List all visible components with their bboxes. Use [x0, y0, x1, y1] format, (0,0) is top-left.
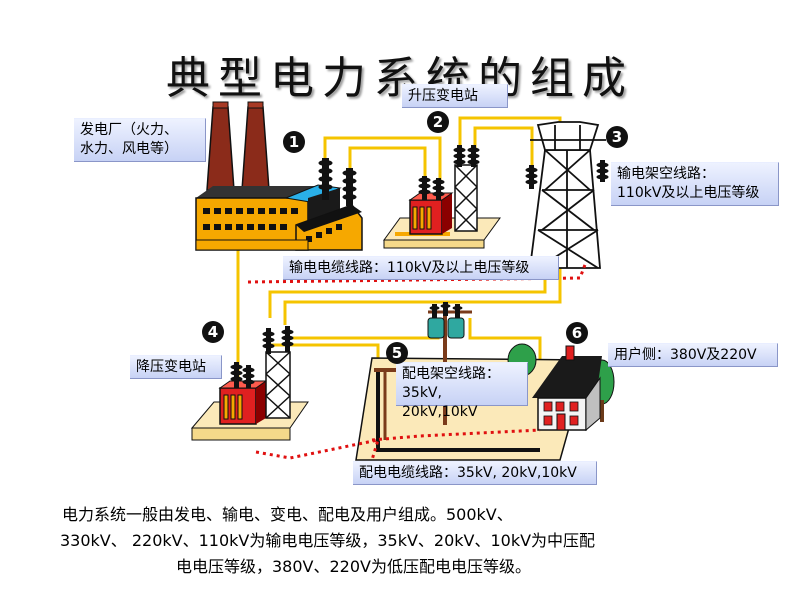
step-up-substation-illustration: [383, 145, 501, 249]
red-cable-lines: [247, 261, 588, 461]
tower-insulators: [525, 160, 609, 189]
label-distribution-overhead: 配电架空线路： 35kV, 20kV,10kV: [396, 362, 528, 420]
label-cable-line: 输电电缆线路：110kV及以上电压等级: [283, 256, 559, 280]
marker-1: 1: [283, 131, 305, 153]
description-line-1: 电力系统一般由发电、输电、变电、配电及用户组成。500kV、: [62, 505, 513, 524]
label-step-down-substation: 降压变电站: [130, 355, 222, 379]
marker-6: 6: [566, 322, 588, 344]
marker-5: 5: [386, 342, 408, 364]
label-user-side: 用户侧：380V及220V: [608, 343, 778, 367]
marker-3: 3: [606, 126, 628, 148]
label-distribution-cable: 配电电缆线路：35kV, 20kV,10kV: [353, 461, 597, 485]
transmission-tower-illustration: [528, 121, 606, 269]
label-power-plant: 发电厂（火力、 水力、风电等）: [74, 118, 206, 162]
description-line-2: 330kV、 220kV、110kV为输电电压等级，35kV、20kV、10kV…: [60, 531, 596, 550]
house-illustration: [507, 343, 615, 432]
marker-4: 4: [202, 321, 224, 343]
label-overhead-line: 输电架空线路： 110kV及以上电压等级: [611, 162, 779, 206]
step-down-substation-illustration: [190, 326, 309, 441]
description-line-3: 电电压等级，380V、220V为低压配电电压等级。: [176, 557, 531, 576]
plant-insulators: [318, 158, 357, 206]
marker-2: 2: [427, 111, 449, 133]
power-plant-illustration: [195, 101, 363, 251]
label-step-up-substation: 升压变电站: [402, 84, 508, 108]
description-paragraph: 电力系统一般由发电、输电、变电、配电及用户组成。500kV、 330kV、 22…: [60, 502, 768, 580]
page-title: 典型电力系统的组成: [166, 53, 634, 104]
